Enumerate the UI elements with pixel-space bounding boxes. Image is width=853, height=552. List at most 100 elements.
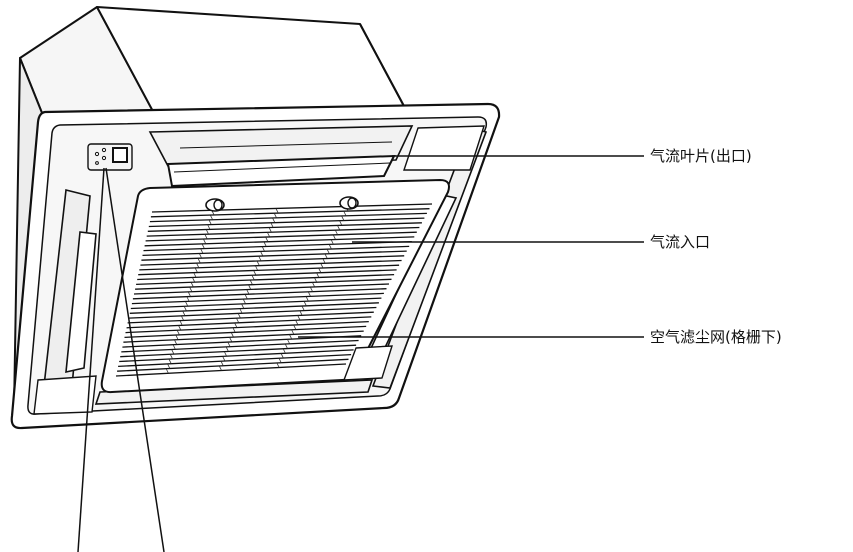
grille-slat bbox=[128, 306, 377, 319]
latch-left bbox=[205, 198, 225, 212]
corner-cap-bottom-right bbox=[342, 345, 393, 381]
grille-slat bbox=[126, 316, 372, 329]
callout-label-vanes: 气流叶片(出口) bbox=[650, 147, 752, 165]
grille-rib-mark bbox=[199, 253, 202, 258]
grille-rib-mark bbox=[320, 263, 324, 268]
corner-cap-bottom-left bbox=[33, 375, 97, 415]
grille-rib-mark bbox=[231, 332, 234, 337]
grille-slat bbox=[121, 339, 359, 353]
grille-rib-mark bbox=[243, 299, 246, 304]
grille-slat bbox=[130, 297, 382, 310]
indicator-light-2 bbox=[101, 147, 107, 153]
callout-leaders bbox=[298, 155, 644, 338]
grille-rib-mark bbox=[267, 232, 270, 237]
grille-slat bbox=[137, 269, 397, 281]
grille-rib-mark bbox=[258, 256, 262, 261]
grille-slat bbox=[140, 255, 405, 266]
grille-rib-mark bbox=[219, 366, 222, 371]
latch-right-knob bbox=[347, 197, 357, 209]
grille-rib-mark bbox=[335, 230, 338, 235]
grille-slat bbox=[124, 325, 367, 339]
grille-rib-mark bbox=[322, 258, 326, 264]
airflow-vane-top bbox=[148, 125, 414, 188]
indicator-light-1 bbox=[94, 151, 100, 157]
grille-slat bbox=[132, 288, 387, 300]
grille-rib-mark bbox=[328, 244, 332, 249]
grille-rib-mark bbox=[227, 342, 231, 347]
grille-rib-mark bbox=[310, 287, 313, 292]
grille-latches bbox=[205, 196, 359, 212]
grille-rib-mark bbox=[168, 359, 172, 364]
grille-rib-mark bbox=[272, 218, 276, 223]
grille-slat bbox=[138, 264, 400, 276]
grille-slat bbox=[151, 203, 433, 213]
indicator-light-4 bbox=[95, 161, 99, 165]
grille-rib-mark bbox=[241, 304, 245, 309]
grille-rib-mark bbox=[181, 316, 184, 321]
grille-slat bbox=[147, 222, 422, 232]
signal-beam-right bbox=[105, 167, 165, 552]
grille-rib-mark bbox=[276, 363, 280, 368]
grille-rib-mark bbox=[183, 306, 187, 311]
grille-rib-mark bbox=[178, 325, 182, 330]
grille-rib-mark bbox=[285, 344, 288, 349]
grille-rib-mark bbox=[293, 325, 297, 330]
vane-top-blade-line bbox=[173, 162, 391, 173]
grille-rib-mark bbox=[275, 208, 279, 213]
grille-rib-mark bbox=[255, 265, 258, 271]
grille-rib-mark bbox=[262, 246, 265, 252]
grille-rib-mark bbox=[172, 344, 176, 350]
grille-rib-mark bbox=[251, 275, 255, 280]
grille-rib-mark bbox=[256, 261, 260, 266]
grille-rib-mark bbox=[206, 229, 209, 234]
grille-rib-mark bbox=[253, 270, 257, 275]
grille-rib-mark bbox=[282, 348, 286, 354]
signal-beam-left bbox=[77, 167, 105, 552]
grille-rib-mark bbox=[274, 213, 277, 218]
unit-body-edge bbox=[359, 23, 406, 109]
grille-rib-mark bbox=[222, 356, 226, 361]
grille-rib-mark bbox=[289, 334, 292, 339]
grille-rib-mark bbox=[314, 277, 317, 283]
grille-rib-mark bbox=[220, 361, 224, 366]
vane-top-shadow bbox=[179, 141, 393, 149]
grille-slat bbox=[143, 240, 412, 252]
grille-rib-mark bbox=[291, 329, 295, 335]
grille-rib-mark bbox=[185, 301, 188, 306]
grille-slat bbox=[150, 208, 430, 218]
grille-rib-mark bbox=[234, 323, 238, 328]
grille-slat bbox=[123, 330, 364, 343]
grille-rib-mark bbox=[341, 216, 345, 221]
grille-rib-mark bbox=[246, 289, 250, 295]
grille-rib-mark bbox=[193, 272, 197, 278]
grille-rib-mark bbox=[208, 220, 212, 225]
signal-beam bbox=[77, 167, 165, 552]
grille-rib-mark bbox=[182, 311, 186, 316]
grille-rib-mark bbox=[225, 346, 229, 352]
grille-rib-mark bbox=[175, 335, 179, 340]
grille-slat bbox=[131, 292, 384, 305]
grille-rib-mark bbox=[203, 239, 206, 244]
latch-right bbox=[339, 196, 359, 210]
vane-left-blade bbox=[65, 231, 97, 374]
grille-slat bbox=[133, 283, 390, 295]
grille-rib-mark bbox=[268, 227, 272, 233]
callout-label-inlet: 气流入口 bbox=[650, 233, 711, 251]
grille-rib-mark bbox=[249, 280, 253, 285]
grille-rib-mark bbox=[280, 353, 284, 358]
corner-caps bbox=[33, 125, 485, 415]
grille-rib-mark bbox=[301, 306, 305, 311]
grille-slat bbox=[115, 363, 347, 377]
grille-rib-mark bbox=[299, 310, 303, 316]
corner-cap-top-right bbox=[403, 125, 485, 171]
grille-rib-mark bbox=[295, 320, 299, 325]
grille-rib-mark bbox=[204, 234, 208, 239]
grille-rib-mark bbox=[174, 340, 177, 345]
grille-rib-mark bbox=[201, 244, 205, 249]
grille-slat bbox=[127, 311, 374, 324]
grille-slat bbox=[148, 217, 425, 228]
display-receiver-window bbox=[112, 147, 128, 163]
grille-rib-mark bbox=[229, 337, 233, 342]
